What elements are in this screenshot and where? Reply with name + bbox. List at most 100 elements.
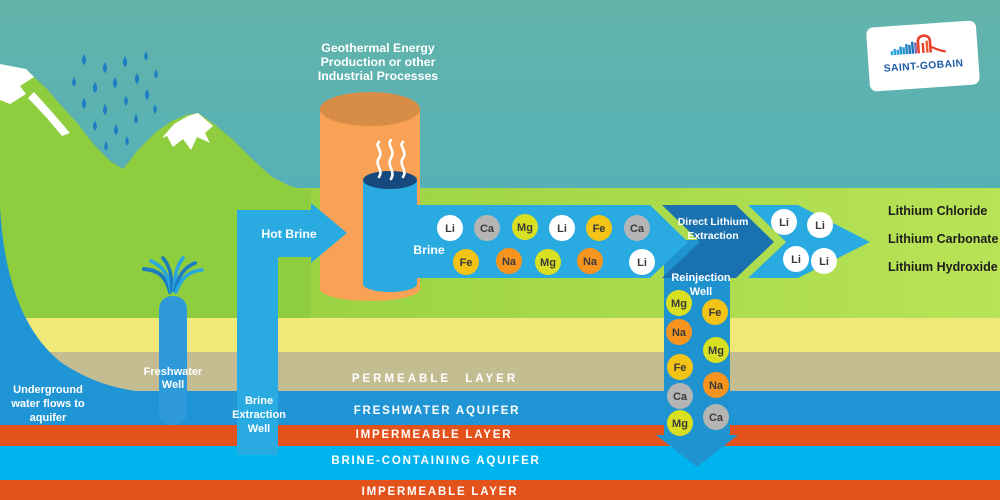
rain-drop bbox=[153, 104, 157, 114]
hot-brine-label: Hot Brine bbox=[261, 227, 316, 241]
underground-water-flow bbox=[0, 208, 168, 425]
saint-gobain-mark-icon bbox=[890, 34, 946, 56]
freshwater-well-label-1: Freshwater bbox=[144, 366, 203, 378]
ion-label: Li bbox=[445, 223, 455, 235]
ion-label: Fe bbox=[674, 362, 687, 374]
rain-drop bbox=[102, 104, 108, 116]
ion-mg bbox=[535, 249, 561, 275]
rain-drop bbox=[113, 124, 119, 136]
ion-ca bbox=[624, 215, 650, 241]
wellhead-bottom bbox=[363, 276, 417, 292]
hot-brine-arm bbox=[237, 210, 311, 257]
ion-label: Mg bbox=[671, 298, 687, 310]
label-impermeable-lower: IMPERMEABLE LAYER bbox=[362, 486, 519, 498]
rain-drop bbox=[144, 89, 150, 101]
ion-label: Na bbox=[502, 256, 517, 268]
ion-label: Mg bbox=[540, 257, 556, 269]
ion-label: Fe bbox=[460, 257, 473, 269]
rain-drop bbox=[93, 120, 97, 131]
ion-fe bbox=[586, 215, 612, 241]
ion-li bbox=[771, 209, 797, 235]
ion-label: Li bbox=[637, 257, 647, 269]
ion-label: Ca bbox=[480, 223, 495, 235]
ion-label: Ca bbox=[630, 223, 645, 235]
ion-label: Mg bbox=[672, 418, 688, 430]
fountain-spray bbox=[142, 256, 204, 294]
brine-well-label-1: Brine bbox=[245, 395, 273, 407]
ion-label: Fe bbox=[593, 223, 606, 235]
rain-drop bbox=[124, 95, 128, 106]
product-lithium-hydroxide: Lithium Hydroxide bbox=[888, 260, 998, 274]
snow-streak bbox=[28, 92, 70, 136]
geothermal-title-1: Geothermal Energy bbox=[321, 41, 435, 55]
ion-label: Li bbox=[819, 256, 829, 268]
ion-label: Fe bbox=[709, 307, 722, 319]
underground-water-label-2: water flows to bbox=[10, 398, 85, 410]
label-brine-aquifer: BRINE-CONTAINING AQUIFER bbox=[331, 455, 540, 467]
underground-water-label-1: Underground bbox=[13, 384, 83, 396]
ion-mg bbox=[667, 410, 693, 436]
snow-cap-right bbox=[162, 113, 213, 150]
layer-impermeable-lower bbox=[0, 480, 1000, 500]
rain-drop bbox=[81, 98, 87, 110]
underground-water-label-3: aquifer bbox=[30, 412, 67, 424]
freshwater-well-pipe bbox=[159, 296, 187, 425]
rain-drop bbox=[134, 73, 140, 85]
ion-label: Na bbox=[672, 327, 687, 339]
product-lithium-chloride: Lithium Chloride bbox=[888, 204, 987, 218]
label-impermeable-upper: IMPERMEABLE LAYER bbox=[356, 429, 513, 441]
rain bbox=[72, 51, 158, 151]
dle-label-2: Extraction bbox=[687, 230, 738, 242]
rain-drop bbox=[92, 82, 98, 94]
dle-label-1: Direct Lithium bbox=[678, 216, 749, 228]
layer-brine-aquifer bbox=[0, 446, 1000, 480]
mountains bbox=[0, 66, 310, 320]
ion-fe bbox=[667, 354, 693, 380]
plant-cylinder-top bbox=[320, 92, 420, 126]
ion-li bbox=[783, 246, 809, 272]
rain-drop bbox=[125, 136, 129, 146]
rain-drop bbox=[112, 77, 118, 89]
brine-label: Brine bbox=[413, 243, 445, 257]
snow-cap-left bbox=[0, 64, 34, 104]
label-freshwater-aquifer: FRESHWATER AQUIFER bbox=[354, 405, 521, 417]
reinjection-label-2: Well bbox=[690, 286, 712, 298]
rain-drop bbox=[104, 141, 108, 151]
reinjection-label-1: Reinjection bbox=[671, 272, 731, 284]
ion-li bbox=[629, 249, 655, 275]
ion-li bbox=[437, 215, 463, 241]
ion-ca bbox=[703, 404, 729, 430]
ion-mg bbox=[666, 290, 692, 316]
rain-drop bbox=[72, 76, 76, 87]
hot-brine-arrowhead bbox=[311, 203, 347, 263]
ion-mg bbox=[703, 337, 729, 363]
ion-label: Ca bbox=[673, 391, 688, 403]
wellhead-cap bbox=[363, 171, 417, 189]
ion-label: Li bbox=[815, 220, 825, 232]
ion-label: Na bbox=[709, 380, 724, 392]
brine-well-label-3: Well bbox=[248, 423, 270, 435]
saint-gobain-logo: SAINT-GOBAIN bbox=[866, 20, 980, 92]
ion-ca bbox=[474, 215, 500, 241]
rain-drop bbox=[154, 69, 158, 79]
brine-well-label-2: Extraction bbox=[232, 409, 286, 421]
wellhead bbox=[363, 138, 417, 292]
ion-na bbox=[496, 248, 522, 274]
ion-na bbox=[703, 372, 729, 398]
ion-label: Li bbox=[557, 223, 567, 235]
ion-label: Na bbox=[583, 256, 598, 268]
dle-chevron bbox=[662, 205, 774, 278]
ion-li bbox=[549, 215, 575, 241]
rain-drop bbox=[144, 51, 148, 61]
ion-na bbox=[666, 319, 692, 345]
ion-label: Li bbox=[791, 254, 801, 266]
label-permeable-layer: PERMEABLE LAYER bbox=[352, 373, 518, 385]
rain-drop bbox=[81, 54, 87, 66]
logo-card bbox=[866, 20, 980, 92]
ion-label: Li bbox=[779, 217, 789, 229]
ion-label: Ca bbox=[709, 412, 724, 424]
